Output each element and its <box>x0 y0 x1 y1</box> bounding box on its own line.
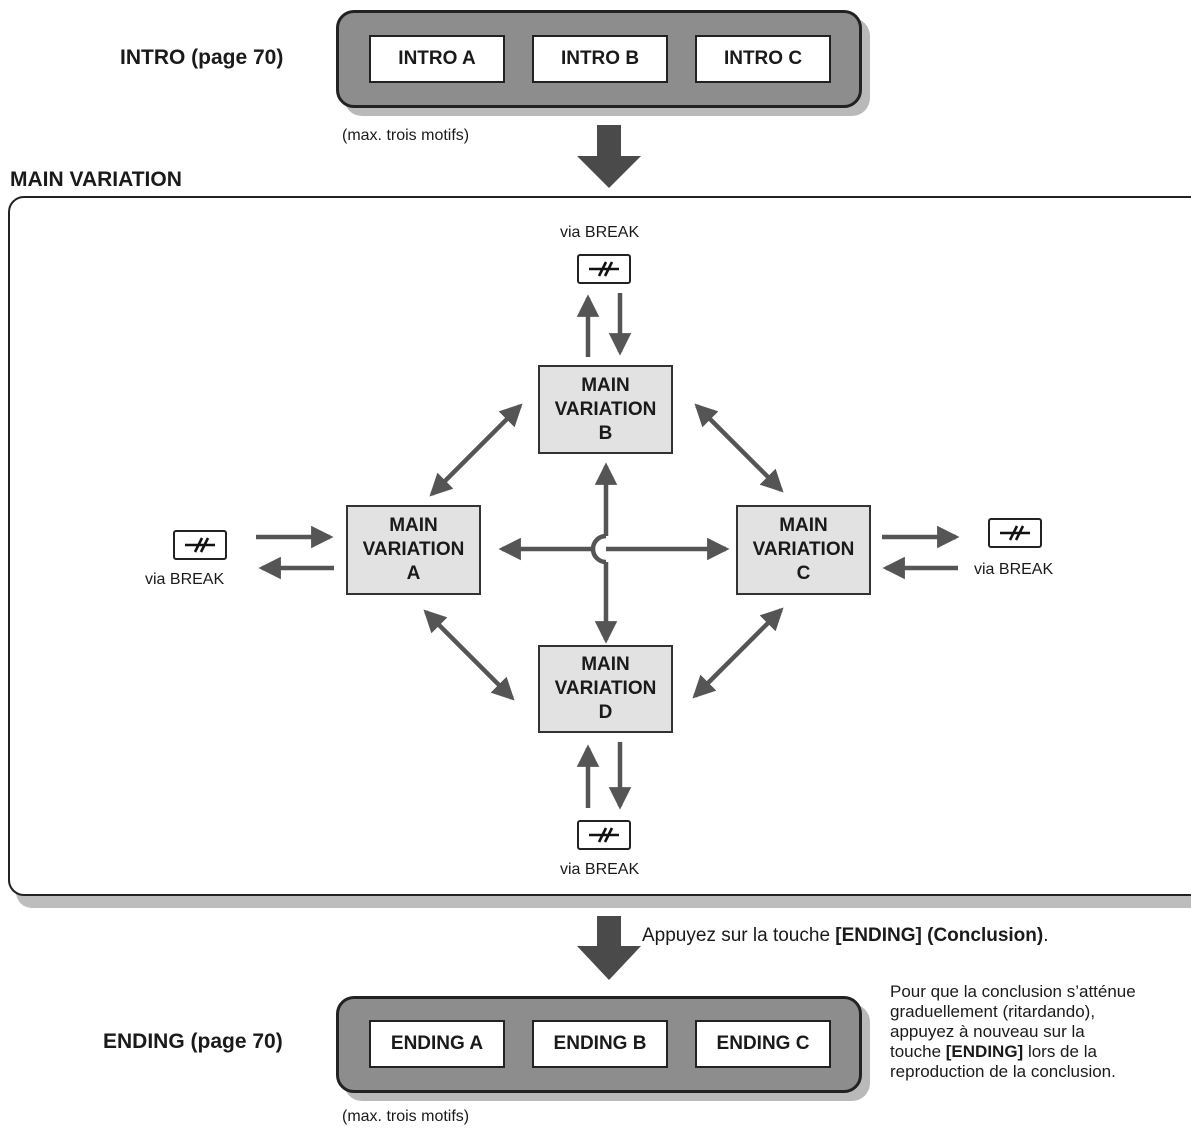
main-variation-heading: MAIN VARIATION <box>10 168 182 191</box>
note-line-2: graduellement (ritardando), <box>890 1002 1096 1021</box>
ending-heading: ENDING (page 70) <box>103 1030 283 1053</box>
intro-heading: INTRO (page 70) <box>120 46 284 69</box>
mv-c-line3: C <box>796 563 811 584</box>
arrow-a-d <box>423 609 515 701</box>
mv-c-line1: MAIN <box>779 515 828 536</box>
break-bottom-icon[interactable] <box>577 820 631 850</box>
break-right-icon[interactable] <box>988 518 1042 548</box>
ending-c-button[interactable]: ENDING C <box>695 1020 831 1068</box>
arrow-main-to-ending <box>577 916 641 980</box>
note-line-1: Pour que la conclusion s’atténue <box>890 982 1136 1001</box>
main-variation-a-box[interactable]: MAIN VARIATION A <box>346 505 481 595</box>
intro-caption: (max. trois motifs) <box>342 127 470 144</box>
break-left-icon[interactable] <box>173 530 227 560</box>
ending-caption: (max. trois motifs) <box>342 1108 470 1125</box>
mv-b-line2: VARIATION <box>554 398 657 420</box>
break-top-label: via BREAK <box>560 224 640 241</box>
ending-a-button[interactable]: ENDING A <box>369 1020 505 1068</box>
mv-d-line3: D <box>598 702 613 723</box>
arrow-center-to-b <box>593 466 606 565</box>
mv-d-line2: VARIATION <box>554 678 657 699</box>
mv-c-line2: VARIATION <box>752 539 855 560</box>
break-right-label: via BREAK <box>974 561 1054 578</box>
break-left-label: via BREAK <box>145 571 225 588</box>
ending-press-instruction: Appuyez sur la touche [ENDING] (Conclusi… <box>642 925 1049 947</box>
main-variation-d-box[interactable]: MAIN VARIATION D <box>538 645 673 733</box>
note-line-4-prefix: touche <box>890 1042 946 1061</box>
note-line-5: reproduction de la conclusion. <box>890 1062 1116 1081</box>
note-line-4-suffix: lors de la <box>1023 1042 1097 1061</box>
ending-ritardando-note: Pour que la conclusion s’atténue graduel… <box>890 982 1191 1082</box>
note-line-4: touche [ENDING] lors de la <box>890 1042 1191 1062</box>
break-bottom-label: via BREAK <box>560 861 640 878</box>
note-line-4-key: [ENDING] <box>945 1042 1024 1061</box>
ending-b-button[interactable]: ENDING B <box>532 1020 668 1068</box>
break-top-glyph <box>589 261 619 277</box>
intro-a-button[interactable]: INTRO A <box>369 35 505 83</box>
ending-press-suffix: . <box>1043 925 1049 946</box>
mv-d-line1: MAIN <box>581 654 630 675</box>
main-variation-b-box[interactable]: MAIN VARIATION B <box>538 365 673 454</box>
break-top-icon[interactable] <box>577 254 631 284</box>
intro-b-button[interactable]: INTRO B <box>532 35 668 83</box>
break-bottom-glyph <box>589 827 619 843</box>
mv-a-line2: VARIATION <box>362 539 465 560</box>
break-left-glyph <box>185 537 215 553</box>
mv-b-line3: B <box>598 422 613 444</box>
note-line-3: appuyez à nouveau sur la <box>890 1022 1085 1041</box>
arrow-c-d <box>692 607 784 699</box>
main-variation-c-box[interactable]: MAIN VARIATION C <box>736 505 871 595</box>
arrow-intro-to-main <box>577 125 641 188</box>
arrow-b-c <box>694 403 784 493</box>
ending-press-key: [ENDING] (Conclusion) <box>835 925 1044 946</box>
mv-b-line1: MAIN <box>581 374 630 396</box>
ending-press-prefix: Appuyez sur la touche <box>642 925 836 946</box>
mv-a-line1: MAIN <box>389 515 438 536</box>
mv-a-line3: A <box>406 563 421 584</box>
break-right-glyph <box>1000 525 1030 541</box>
arrow-a-b <box>429 403 523 497</box>
intro-c-button[interactable]: INTRO C <box>695 35 831 83</box>
